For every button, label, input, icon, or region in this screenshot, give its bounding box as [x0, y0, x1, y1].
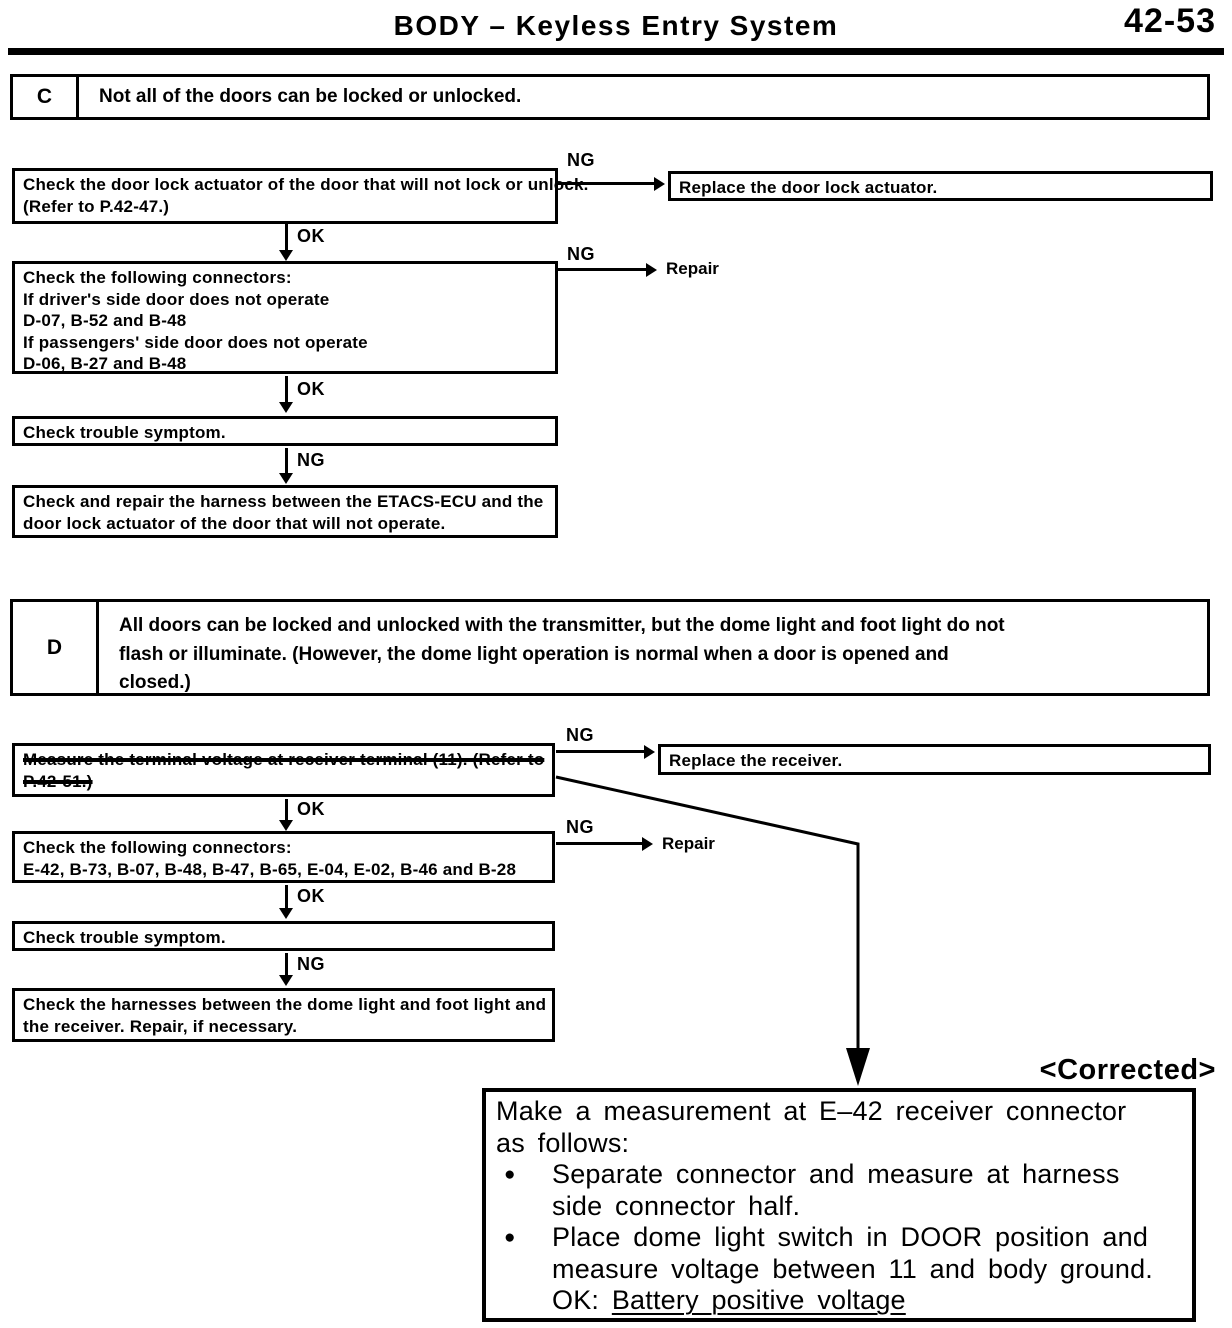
flow-c-ng2-line	[558, 268, 648, 271]
page-number: 42-53	[1124, 2, 1216, 40]
flow-c-ok1-label: OK	[297, 226, 325, 246]
flow-c-ng3-line	[285, 448, 288, 475]
flow-d-result2-text: Repair	[662, 834, 715, 853]
flow-c-ok2-label: OK	[297, 379, 325, 399]
section-d-title-line1: All doors can be locked and unlocked wit…	[119, 615, 1005, 636]
flow-c-step3-text: Check trouble symptom.	[23, 423, 226, 442]
flow-c-step2-box: Check the following connectors: If drive…	[12, 261, 558, 374]
flow-d-ok1-line	[285, 799, 288, 823]
flow-d-result1-box: Replace the receiver.	[658, 744, 1211, 775]
flow-c-ng2-arrowhead-icon	[646, 263, 657, 277]
flow-c-ok2-line	[285, 376, 288, 404]
flow-d-ng3-arrowhead-icon	[279, 975, 293, 986]
corrected-bullet1-line2: side connector half.	[552, 1190, 801, 1221]
flow-d-step4-line2: the receiver. Repair, if necessary.	[23, 1016, 298, 1036]
flow-d-step1-line2-struck: P.42-51.)	[23, 771, 93, 791]
section-d-title: All doors can be locked and unlocked wit…	[99, 602, 1207, 693]
section-c-header: C Not all of the doors can be locked or …	[10, 74, 1210, 120]
bullet-icon: ●	[504, 1164, 516, 1186]
flow-c-step1-box: Check the door lock actuator of the door…	[12, 168, 589, 224]
flow-d-step4-box: Check the harnesses between the dome lig…	[12, 988, 555, 1042]
flow-d-ng3-label: NG	[297, 954, 325, 974]
flow-c-step2-line3: D-07, B-52 and B-48	[23, 311, 187, 331]
corrected-tag: <Corrected>	[1039, 1054, 1216, 1086]
corrected-bullet2: ● Place dome light switch in DOOR positi…	[496, 1222, 1184, 1317]
flow-d-ng1-label: NG	[566, 725, 594, 745]
section-d-label: D	[13, 602, 99, 693]
flow-d-ng1-arrowhead-icon	[644, 745, 655, 759]
flow-c-ng1-label: NG	[567, 150, 595, 170]
flow-d-step3-box: Check trouble symptom.	[12, 921, 555, 951]
flow-d-ng2-label: NG	[566, 817, 594, 837]
flow-d-ok2-line	[285, 885, 288, 910]
flow-c-result1-box: Replace the door lock actuator.	[668, 171, 1213, 201]
flow-d-step1-line1-struck: Measure the terminal voltage at receiver…	[23, 750, 545, 769]
flow-c-result2-text: Repair	[666, 259, 719, 278]
flow-c-step1-line2: (Refer to P.42-47.)	[23, 196, 170, 216]
flow-c-ok1-arrowhead-icon	[279, 250, 293, 261]
header-rule	[8, 48, 1224, 55]
flow-c-step3-box: Check trouble symptom.	[12, 416, 558, 446]
flow-c-step4-line1: Check and repair the harness between the…	[23, 492, 544, 511]
corrected-bullet2-line1: Place dome light switch in DOOR position…	[552, 1222, 1149, 1253]
corrected-bullet1: ● Separate connector and measure at harn…	[496, 1159, 1184, 1222]
flow-d-ok2-arrowhead-icon	[279, 908, 293, 919]
corrected-bullet1-text: Separate connector and measure at harnes…	[552, 1159, 1184, 1222]
flow-c-step2-line1: Check the following connectors:	[23, 268, 292, 287]
flow-d-step2-line2: E-42, B-73, B-07, B-48, B-47, B-65, E-04…	[23, 859, 517, 879]
flow-c-step2-line4: If passengers' side door does not operat…	[23, 332, 368, 352]
section-d-title-line3: closed.)	[119, 672, 191, 693]
corrected-bullet2-line2: measure voltage between 11 and body grou…	[552, 1253, 1153, 1284]
flow-d-step2-box: Check the following connectors: E-42, B-…	[12, 831, 555, 883]
flow-c-result1-text: Replace the door lock actuator.	[679, 178, 938, 197]
flow-c-step1-line1: Check the door lock actuator of the door…	[23, 175, 589, 194]
section-c-title: Not all of the doors can be locked or un…	[79, 77, 1207, 117]
flow-d-step4-line1: Check the harnesses between the dome lig…	[23, 995, 547, 1014]
flow-c-step4-box: Check and repair the harness between the…	[12, 485, 558, 538]
page-title: BODY – Keyless Entry System	[393, 10, 839, 41]
corrected-line2: as follows:	[496, 1127, 630, 1158]
section-c-title-text: Not all of the doors can be locked or un…	[99, 86, 522, 108]
flow-c-ng1-line	[558, 182, 656, 185]
section-d-header: D All doors can be locked and unlocked w…	[10, 599, 1210, 696]
flow-c-step2-line5: D-06, B-27 and B-48	[23, 354, 187, 374]
flow-d-step3-text: Check trouble symptom.	[23, 928, 226, 947]
corrected-bullet2-text: Place dome light switch in DOOR position…	[552, 1222, 1184, 1317]
flow-c-step4-line2: door lock actuator of the door that will…	[23, 513, 446, 533]
flow-d-ok1-arrowhead-icon	[279, 820, 293, 831]
corrected-line1: Make a measurement at E–42 receiver conn…	[496, 1096, 1127, 1126]
corrected-note-box: Make a measurement at E–42 receiver conn…	[482, 1088, 1196, 1322]
flow-d-ng1-line	[556, 750, 646, 753]
bullet-icon: ●	[504, 1227, 516, 1249]
flow-d-ok1-label: OK	[297, 799, 325, 819]
corrected-ok-prefix: OK:	[552, 1285, 600, 1316]
flow-c-ok2-arrowhead-icon	[279, 402, 293, 413]
flow-c-ok1-line	[285, 224, 288, 252]
section-c-label: C	[13, 77, 79, 117]
flow-d-result1-text: Replace the receiver.	[669, 751, 843, 770]
flow-c-step2-line2: If driver's side door does not operate	[23, 289, 330, 309]
corrected-ok-value: Battery positive voltage	[611, 1285, 906, 1316]
section-d-title-line2: flash or illuminate. (However, the dome …	[119, 643, 949, 665]
corrected-ok-line: OK: Battery positive voltage	[552, 1285, 1184, 1317]
flow-c-ng2-label: NG	[567, 244, 595, 264]
flow-d-ng2-line	[556, 842, 644, 845]
flow-d-ng2-arrowhead-icon	[642, 837, 653, 851]
flow-d-step1-box: Measure the terminal voltage at receiver…	[12, 743, 555, 797]
corrected-bullet1-line1: Separate connector and measure at harnes…	[552, 1159, 1120, 1190]
flow-d-ok2-label: OK	[297, 886, 325, 906]
flow-d-ng3-line	[285, 953, 288, 977]
flow-c-ng1-arrowhead-icon	[654, 177, 665, 191]
flow-d-step2-line1: Check the following connectors:	[23, 838, 292, 857]
flow-c-ng3-label: NG	[297, 450, 325, 470]
flow-c-ng3-arrowhead-icon	[279, 473, 293, 484]
